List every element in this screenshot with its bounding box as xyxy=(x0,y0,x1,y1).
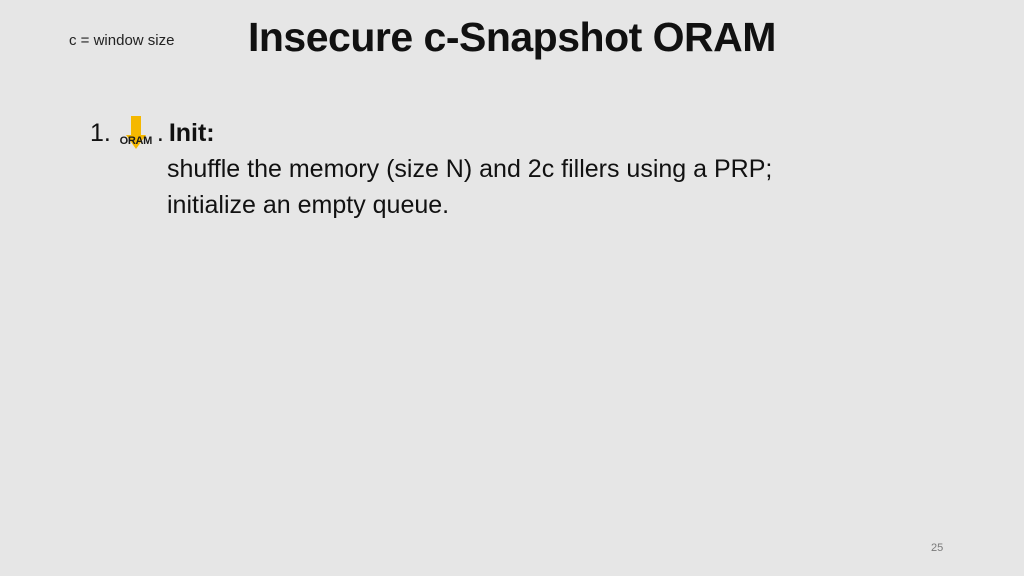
step-header: 1. ORAM . Init: xyxy=(90,115,950,151)
down-arrow-icon xyxy=(125,116,146,149)
oram-badge: ORAM xyxy=(117,116,155,150)
step-line: initialize an empty queue. xyxy=(167,191,450,219)
window-size-note: c = window size xyxy=(69,32,175,49)
step-number: 1. xyxy=(90,119,111,147)
step-title: Init: xyxy=(168,119,215,147)
slide-title: Insecure c-Snapshot ORAM xyxy=(248,14,776,60)
page-number: 25 xyxy=(931,542,944,554)
step-init: 1. ORAM . Init: shuffle the memory (size… xyxy=(90,115,950,223)
step-line: shuffle the memory (size N) and 2c fille… xyxy=(167,155,773,183)
step-body: shuffle the memory (size N) and 2c fille… xyxy=(167,151,950,223)
oram-badge-label: ORAM xyxy=(119,135,153,147)
step-separator: . xyxy=(156,119,164,147)
